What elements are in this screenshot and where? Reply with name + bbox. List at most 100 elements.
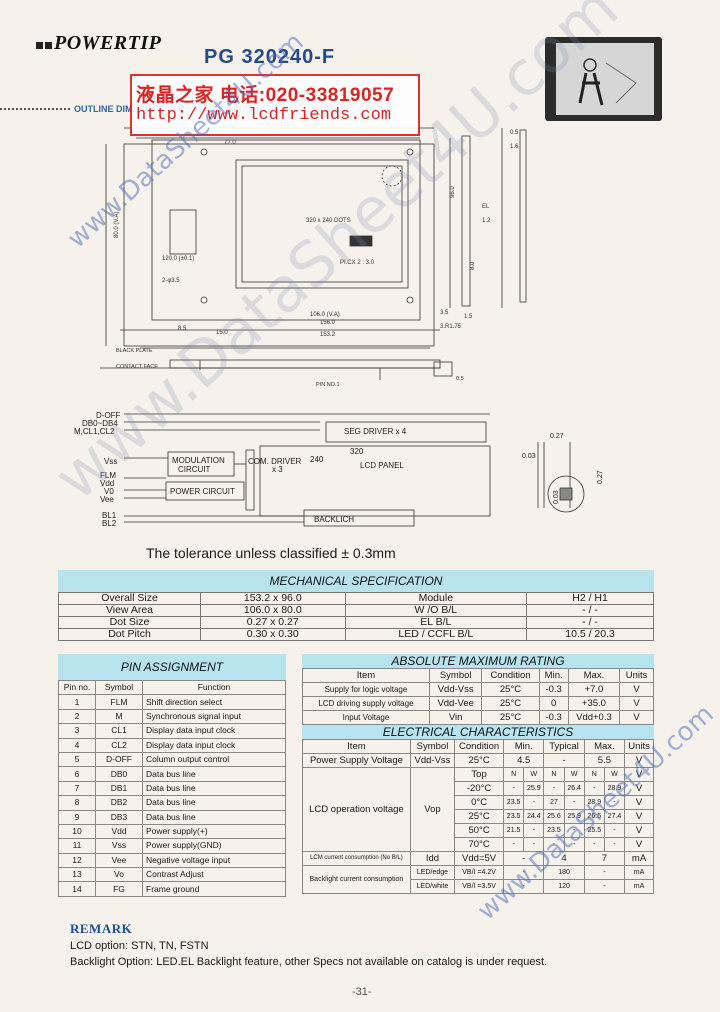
power-supply-cell: 5.5 bbox=[583, 753, 626, 768]
pin-symbol: FLM bbox=[95, 694, 143, 710]
idd-cell: mA bbox=[624, 851, 654, 866]
pin-header-symbol: Symbol bbox=[95, 679, 143, 696]
pin-function: Column output control bbox=[142, 751, 286, 768]
pin-number: 5 bbox=[58, 751, 96, 768]
svg-text:153.2: 153.2 bbox=[320, 332, 336, 338]
product-photo-screen bbox=[556, 43, 654, 115]
lcd-voltage-cell: -20°C bbox=[454, 781, 505, 796]
tolerance-note: The tolerance unless classified ± 0.3mm bbox=[146, 545, 396, 561]
remark-line: Backlight Option: LED.EL Backlight featu… bbox=[70, 956, 548, 968]
power-supply-cell: 25°C bbox=[454, 753, 505, 768]
svg-text:320: 320 bbox=[350, 447, 364, 456]
power-supply-cell: - bbox=[543, 753, 585, 768]
svg-text:x 3: x 3 bbox=[272, 465, 283, 474]
backlight-cell: VB/I =3.5V bbox=[454, 879, 505, 894]
backlight-box bbox=[303, 509, 415, 527]
abs-max-cell: 25°C bbox=[481, 696, 540, 711]
idd-cell: LCM current consumption (No B/L) bbox=[302, 851, 411, 866]
electrical-header: Min. bbox=[503, 739, 545, 754]
pin-symbol: DB1 bbox=[95, 780, 143, 797]
lcd-voltage-cell: - bbox=[603, 823, 626, 838]
abs-max-header: Units bbox=[619, 668, 654, 683]
pin-symbol: DB2 bbox=[95, 795, 143, 811]
abs-max-header: Item bbox=[302, 668, 430, 683]
pin-number: 12 bbox=[58, 852, 96, 869]
pin-function: Display data input clock bbox=[142, 723, 286, 739]
module-outline bbox=[123, 143, 435, 347]
lcd-voltage-cell: W bbox=[563, 767, 585, 782]
pin-function: Data bus line bbox=[142, 809, 286, 825]
pin-function: Contrast Adjust bbox=[142, 867, 286, 883]
lcd-voltage-cell: V bbox=[624, 823, 654, 838]
power-supply-cell: Power Supply Voltage bbox=[302, 753, 411, 768]
pin-symbol: Vdd bbox=[95, 823, 143, 840]
pin-function: Shift direction select bbox=[142, 694, 286, 710]
abs-max-cell: V bbox=[619, 682, 654, 697]
svg-text:120.0 (±0.1): 120.0 (±0.1) bbox=[162, 256, 194, 262]
abs-max-header: Max. bbox=[567, 668, 621, 683]
pin-symbol: CL1 bbox=[95, 723, 143, 739]
mech-cell: 10.5 / 20.3 bbox=[526, 628, 654, 641]
svg-text:1.6: 1.6 bbox=[510, 144, 519, 150]
lcd-voltage-cell: - bbox=[523, 795, 545, 810]
lcd-voltage-cell: 25°C bbox=[454, 809, 505, 824]
dot-detail-drawing: 0.27 0.03 0.27 0.03 bbox=[522, 433, 604, 513]
lcd-voltage-cell: N bbox=[543, 767, 565, 782]
abs-max-cell: Vdd-Vss bbox=[428, 682, 483, 697]
svg-text:106.0 (V.A): 106.0 (V.A) bbox=[310, 312, 340, 318]
pin-function: Data bus line bbox=[142, 766, 286, 782]
pin-symbol: CL2 bbox=[95, 737, 143, 753]
mech-cell: W /O B/L bbox=[344, 604, 528, 617]
idd-cell: Vdd=5V bbox=[454, 851, 505, 866]
svg-text:V0: V0 bbox=[104, 487, 114, 496]
mech-cell: Overall Size bbox=[58, 592, 201, 605]
lcd-voltage-cell: V bbox=[624, 809, 654, 824]
pin-number: 7 bbox=[58, 780, 96, 797]
watermark-box bbox=[130, 74, 420, 136]
svg-text:M,CL1,CL2: M,CL1,CL2 bbox=[74, 427, 115, 436]
bezel-outline bbox=[151, 139, 421, 321]
svg-text:Vss: Vss bbox=[104, 457, 117, 466]
connector-drawing: BLACK PLATE CONTACT FACE PIN NO.1 0.5 bbox=[116, 348, 464, 388]
mech-cell: Module bbox=[344, 592, 528, 605]
abs-max-cell: LCD driving supply voltage bbox=[302, 696, 430, 711]
mech-cell: - / - bbox=[526, 616, 654, 629]
svg-text:156.0: 156.0 bbox=[320, 320, 336, 326]
mech-cell: 0.27 x 0.27 bbox=[199, 616, 346, 629]
mechanical-spec-title: MECHANICAL SPECIFICATION bbox=[58, 570, 654, 592]
lcd-voltage-cell: 23.5 bbox=[503, 809, 525, 824]
svg-text:Vdd: Vdd bbox=[100, 479, 114, 488]
svg-text:240: 240 bbox=[310, 455, 324, 464]
model-number: PG 320240-F bbox=[204, 46, 336, 68]
pin-function: Synchronous signal input bbox=[142, 708, 286, 725]
svg-text:0.5: 0.5 bbox=[456, 376, 464, 382]
pin-function: Data bus line bbox=[142, 795, 286, 811]
remark-title: REMARK bbox=[70, 921, 133, 936]
lcd-voltage-cell: - bbox=[603, 837, 626, 852]
svg-text:0.5: 0.5 bbox=[510, 130, 519, 136]
remark-line: LCD option: STN, TN, FSTN bbox=[70, 940, 209, 952]
electrical-header: Max. bbox=[583, 739, 626, 754]
svg-text:0.03: 0.03 bbox=[553, 490, 560, 504]
svg-text:96.0: 96.0 bbox=[450, 186, 456, 198]
svg-text:MODULATION: MODULATION bbox=[172, 456, 225, 465]
svg-text:15.0: 15.0 bbox=[216, 330, 228, 336]
pin-symbol: M bbox=[95, 708, 143, 725]
mech-cell: - / - bbox=[526, 604, 654, 617]
svg-text:COM. DRIVER: COM. DRIVER bbox=[248, 457, 302, 466]
